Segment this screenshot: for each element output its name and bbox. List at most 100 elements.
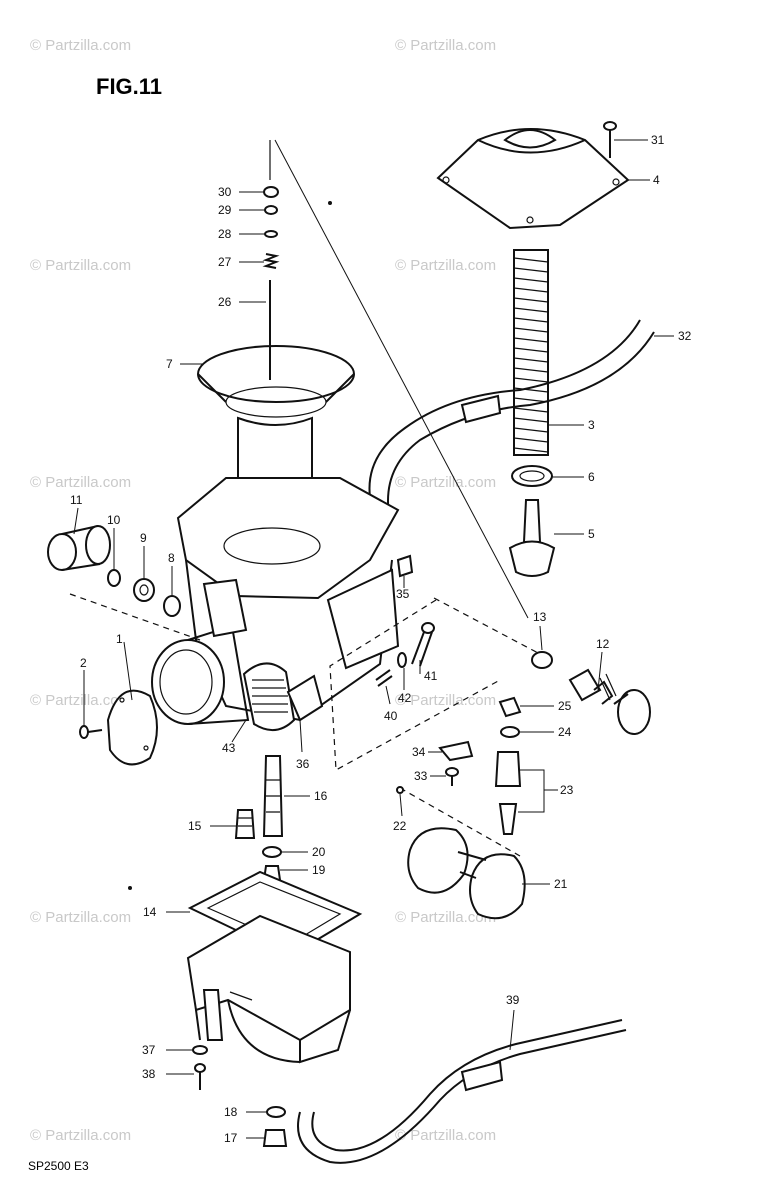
washer-18-part xyxy=(266,1106,286,1118)
callout-32: 32 xyxy=(678,329,692,343)
callout-24: 24 xyxy=(558,725,572,739)
watermark-layer: © Partzilla.com © Partzilla.com © Partzi… xyxy=(30,37,496,1144)
top-cap-part xyxy=(436,128,630,230)
callout-15: 15 xyxy=(188,819,202,833)
watermark: © Partzilla.com xyxy=(395,909,496,926)
callout-37: 37 xyxy=(142,1043,156,1057)
screw-2-part xyxy=(79,725,103,739)
carburetor-body-part xyxy=(151,477,400,731)
main-jet-15-part xyxy=(234,809,256,839)
callout-12: 12 xyxy=(596,637,610,651)
callout-31: 31 xyxy=(651,133,665,147)
callout-18: 18 xyxy=(224,1105,238,1119)
pilot-screw-12-part xyxy=(568,668,651,735)
callout-43: 43 xyxy=(222,741,236,755)
figure-title: FIG.11 xyxy=(96,74,162,99)
callout-8: 8 xyxy=(168,551,175,565)
alignment-line xyxy=(69,593,201,641)
o-ring-42-part xyxy=(397,652,407,668)
callout-7: 7 xyxy=(166,357,173,371)
callout-21: 21 xyxy=(554,877,568,891)
watermark: © Partzilla.com xyxy=(395,692,496,709)
callout-28: 28 xyxy=(218,227,232,241)
nut-25-part xyxy=(498,696,522,718)
float-valve-23-part xyxy=(494,751,545,835)
figure-code: SP2500 E3 xyxy=(28,1159,89,1173)
vent-hose-32-part xyxy=(368,319,655,521)
spring-40-part xyxy=(375,669,393,687)
callout-4: 4 xyxy=(653,173,660,187)
dot-mark xyxy=(328,201,332,205)
alignment-line xyxy=(433,597,541,655)
callout-1: 1 xyxy=(116,632,123,646)
callout-25: 25 xyxy=(558,699,572,713)
callout-42: 42 xyxy=(398,691,412,705)
washer-24-part xyxy=(500,726,520,738)
washer-20-part xyxy=(262,846,282,858)
callout-13: 13 xyxy=(533,610,547,624)
callout-16: 16 xyxy=(314,789,328,803)
callout-2: 2 xyxy=(80,656,87,670)
callout-27: 27 xyxy=(218,255,232,269)
float-bowl-part xyxy=(186,914,351,1064)
callout-34: 34 xyxy=(412,745,426,759)
screw-33-part xyxy=(445,767,459,786)
float-21-part xyxy=(407,827,526,920)
o-ring-13-part xyxy=(531,651,553,669)
watermark: © Partzilla.com xyxy=(30,37,131,54)
callout-29: 29 xyxy=(218,203,232,217)
jet-35-part xyxy=(396,554,414,578)
jet-needle-5-part xyxy=(508,499,556,577)
callout-23: 23 xyxy=(560,783,574,797)
dot-mark xyxy=(128,886,132,890)
bracket-line xyxy=(329,599,501,771)
screw-41-part xyxy=(411,622,435,667)
watermark: © Partzilla.com xyxy=(395,37,496,54)
ring-6-part xyxy=(511,465,553,487)
watermark: © Partzilla.com xyxy=(395,1127,496,1144)
float-pin-22-part xyxy=(399,787,521,857)
callout-41: 41 xyxy=(424,669,438,683)
callout-19: 19 xyxy=(312,863,326,877)
watermark: © Partzilla.com xyxy=(395,474,496,491)
watermark: © Partzilla.com xyxy=(30,257,131,274)
assembly-line xyxy=(274,139,529,619)
callout-leaders xyxy=(73,139,674,1139)
washer-37-part xyxy=(192,1045,208,1055)
ring-10-part xyxy=(107,569,121,587)
callout-26: 26 xyxy=(218,295,232,309)
callout-35: 35 xyxy=(396,587,410,601)
watermark: © Partzilla.com xyxy=(30,909,131,926)
callout-20: 20 xyxy=(312,845,326,859)
callout-33: 33 xyxy=(414,769,428,783)
drain-screw-38-part xyxy=(194,1063,206,1090)
callout-36: 36 xyxy=(296,757,310,771)
callout-14: 14 xyxy=(143,905,157,919)
callout-39: 39 xyxy=(506,993,520,1007)
cap-11-part xyxy=(47,525,111,571)
cover-plate-1-part xyxy=(106,689,158,766)
callout-11: 11 xyxy=(70,493,83,507)
callout-6: 6 xyxy=(588,470,595,484)
bracket-34-part xyxy=(438,740,474,762)
callout-40: 40 xyxy=(384,709,398,723)
needle-clip-stack-part xyxy=(262,186,280,290)
watermark: © Partzilla.com xyxy=(30,474,131,491)
callout-9: 9 xyxy=(140,531,147,545)
washer-9-part xyxy=(133,578,155,602)
callout-30: 30 xyxy=(218,185,232,199)
callout-10: 10 xyxy=(107,513,121,527)
needle-jet-16-part xyxy=(262,755,284,837)
watermark: © Partzilla.com xyxy=(30,1127,131,1144)
drain-hose-39-part xyxy=(297,1019,627,1164)
callout-22: 22 xyxy=(393,819,407,833)
spring-part xyxy=(513,249,549,456)
callout-labels: 1 2 3 4 5 6 7 8 9 10 11 12 13 14 15 16 1… xyxy=(70,133,692,1145)
callout-3: 3 xyxy=(588,418,595,432)
callout-5: 5 xyxy=(588,527,595,541)
watermark: © Partzilla.com xyxy=(30,692,131,709)
nut-8-part xyxy=(163,595,181,617)
watermark: © Partzilla.com xyxy=(395,257,496,274)
plug-17-part xyxy=(262,1129,288,1147)
